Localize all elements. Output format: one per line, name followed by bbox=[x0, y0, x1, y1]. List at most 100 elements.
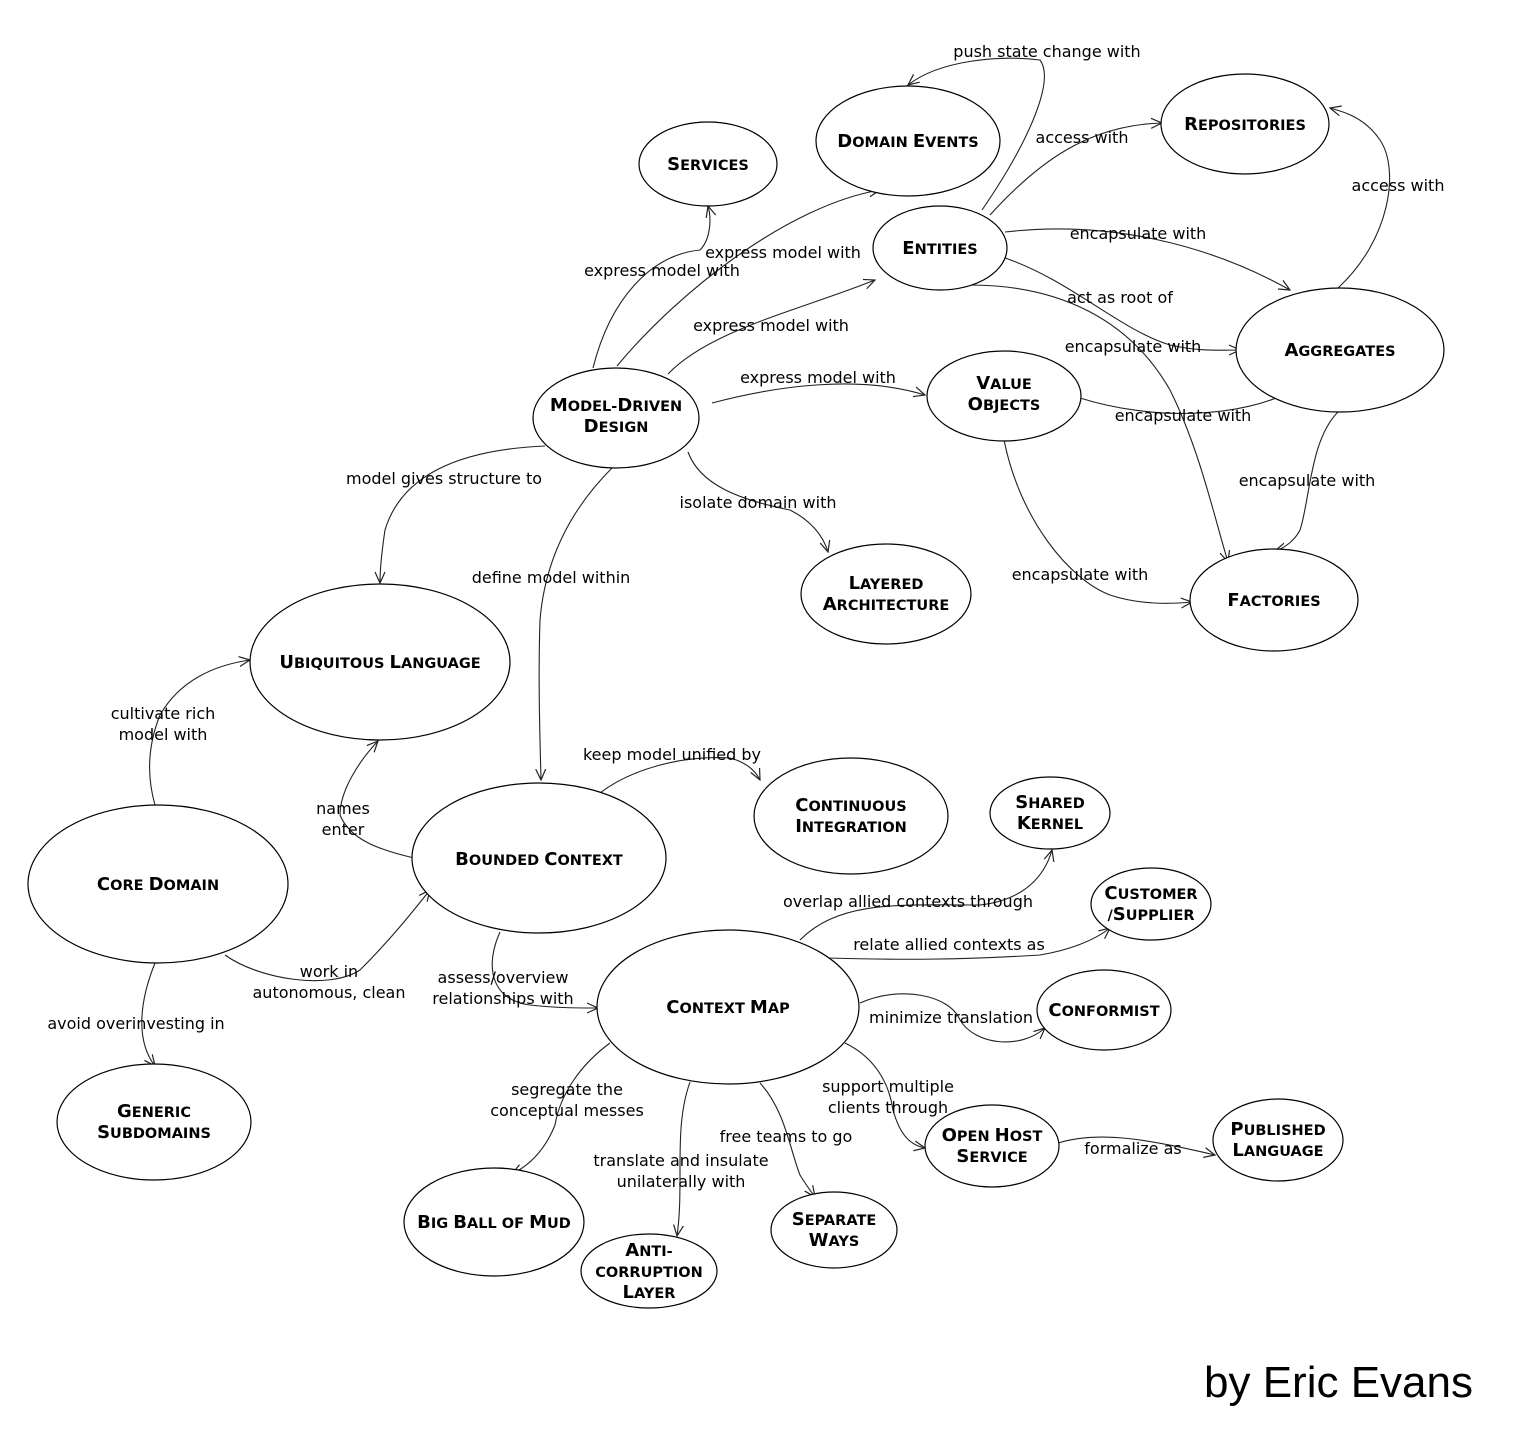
label-keep-model-unified: keep model unified by bbox=[583, 745, 761, 764]
label-define-model-within: define model within bbox=[472, 568, 631, 587]
node-context-map-label: CONTEXT MAP bbox=[666, 997, 790, 1018]
edge-core-domain-ubiquitous-language bbox=[149, 660, 250, 806]
edge-mdd-ubiquitous-language bbox=[380, 445, 546, 583]
edge-bounded-context-ubiquitous-language bbox=[339, 741, 415, 859]
edge-label-line: express model with bbox=[705, 243, 861, 262]
edge-label-line: model gives structure to bbox=[346, 469, 542, 488]
edge-label-line: model with bbox=[119, 725, 208, 744]
node-label-line: INTEGRATION bbox=[795, 816, 907, 837]
edge-mdd-domain-events bbox=[616, 190, 880, 367]
label-free-teams: free teams to go bbox=[720, 1127, 853, 1146]
edge-label-line: express model with bbox=[693, 316, 849, 335]
edge-mdd-value-objects bbox=[711, 383, 925, 404]
node-label-line: UBIQUITOUS LANGUAGE bbox=[279, 652, 480, 673]
label-encapsulate-vo-aggregates: encapsulate with bbox=[1115, 406, 1252, 425]
node-label-line: OPEN HOST bbox=[942, 1125, 1043, 1146]
node-label-line: CONTINUOUS bbox=[795, 795, 906, 816]
edge-label-line: define model within bbox=[472, 568, 631, 587]
node-domain-events: DOMAIN EVENTS bbox=[815, 85, 1001, 197]
node-aggregates: AGGREGATES bbox=[1235, 287, 1445, 413]
node-label-line: SERVICES bbox=[667, 154, 749, 175]
node-label-line: VALUE bbox=[976, 373, 1032, 394]
node-label-line: CUSTOMER bbox=[1104, 883, 1197, 904]
node-label-line: LAYER bbox=[623, 1282, 676, 1303]
edge-aggregates-factories bbox=[1275, 411, 1339, 551]
edge-entities-domain-events bbox=[908, 57, 1045, 211]
node-label-line: /SUPPLIER bbox=[1107, 904, 1194, 925]
node-big-ball-of-mud-label: BIG BALL OF MUD bbox=[417, 1212, 571, 1233]
edge-context-map-big-ball-of-mud bbox=[512, 1042, 611, 1174]
node-label-line: BIG BALL OF MUD bbox=[417, 1212, 571, 1233]
edge-label-line: free teams to go bbox=[720, 1127, 853, 1146]
edge-context-map-anti-corruption bbox=[677, 1081, 691, 1236]
node-context-map: CONTEXT MAP bbox=[596, 929, 860, 1085]
edge-label-line: relate allied contexts as bbox=[853, 935, 1045, 954]
edge-mdd-bounded-context bbox=[539, 467, 613, 780]
node-label-line: CONTEXT MAP bbox=[666, 997, 790, 1018]
node-core-domain: CORE DOMAIN bbox=[27, 804, 289, 964]
edge-entities-aggregates-root bbox=[1004, 257, 1240, 350]
edge-open-host-published-language bbox=[1057, 1136, 1215, 1155]
edge-entities-repositories bbox=[989, 123, 1162, 216]
edge-label-line: express model with bbox=[740, 368, 896, 387]
edge-label-line: access with bbox=[1036, 128, 1129, 147]
node-bounded-context: BOUNDED CONTEXT bbox=[411, 782, 667, 934]
edge-labels: push state change with access with acces… bbox=[47, 42, 1444, 1191]
node-label-line: PUBLISHED bbox=[1230, 1119, 1325, 1140]
node-core-domain-label: CORE DOMAIN bbox=[97, 874, 219, 895]
edge-label-line: names bbox=[316, 799, 370, 818]
edge-context-map-open-host-service bbox=[844, 1042, 925, 1148]
edge-label-line: autonomous, clean bbox=[253, 983, 406, 1002]
node-ubiquitous-language-label: UBIQUITOUS LANGUAGE bbox=[279, 652, 480, 673]
label-express-services: express model with bbox=[584, 261, 740, 280]
node-aggregates-label: AGGREGATES bbox=[1284, 340, 1395, 361]
edge-context-map-customer-supplier bbox=[825, 928, 1110, 960]
edge-label-line: work in bbox=[300, 962, 358, 981]
label-formalize-as: formalize as bbox=[1084, 1139, 1181, 1158]
nodes: DOMAIN EVENTS SERVICES REPOSITORIES ENTI… bbox=[27, 73, 1445, 1309]
node-label-line: FACTORIES bbox=[1227, 590, 1320, 611]
label-express-value-objects: express model with bbox=[740, 368, 896, 387]
label-act-as-root: act as root of bbox=[1067, 288, 1173, 307]
edge-label-line: act as root of bbox=[1067, 288, 1173, 307]
label-encapsulate-entities-aggregates: encapsulate with bbox=[1070, 224, 1207, 243]
edge-core-domain-generic-subdomains bbox=[141, 962, 155, 1066]
label-minimize-translation: minimize translation bbox=[869, 1008, 1033, 1027]
edge-label-line: express model with bbox=[584, 261, 740, 280]
node-repositories: REPOSITORIES bbox=[1160, 73, 1330, 175]
node-entities: ENTITIES bbox=[872, 205, 1008, 291]
label-express-entities: express model with bbox=[693, 316, 849, 335]
label-work-in-autonomous: work in autonomous, clean bbox=[253, 962, 406, 1002]
node-label-line: ANTI- bbox=[625, 1240, 672, 1261]
edge-label-line: support multiple bbox=[822, 1077, 954, 1096]
label-support-multiple-clients: support multiple clients through bbox=[822, 1077, 954, 1117]
node-big-ball-of-mud: BIG BALL OF MUD bbox=[403, 1167, 585, 1277]
edge-label-line: minimize translation bbox=[869, 1008, 1033, 1027]
node-label-line: AGGREGATES bbox=[1284, 340, 1395, 361]
node-label-line: WAYS bbox=[809, 1230, 860, 1251]
edge-label-line: clients through bbox=[828, 1098, 948, 1117]
node-bounded-context-label: BOUNDED CONTEXT bbox=[455, 849, 623, 870]
node-label-line: LAYERED bbox=[849, 573, 924, 594]
node-label-line: DOMAIN EVENTS bbox=[837, 131, 979, 152]
node-label-line: DESIGN bbox=[584, 416, 649, 437]
node-label-line: MODEL-DRIVEN bbox=[550, 395, 682, 416]
edge-label-line: unilaterally with bbox=[617, 1172, 746, 1191]
label-isolate-domain: isolate domain with bbox=[680, 493, 837, 512]
